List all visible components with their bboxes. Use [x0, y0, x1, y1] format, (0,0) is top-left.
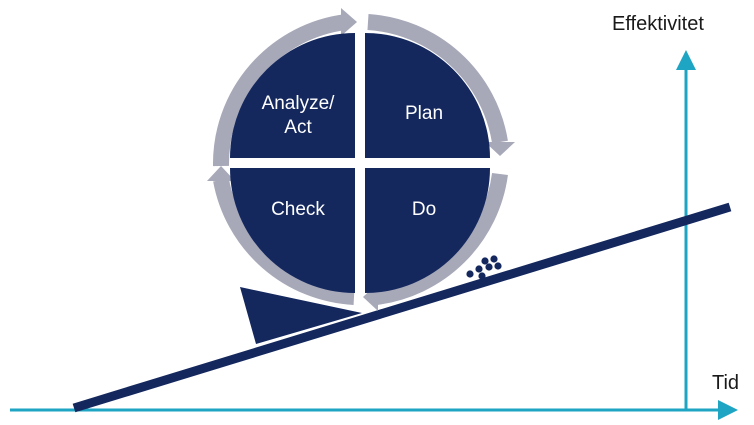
pdca-ring: [207, 8, 515, 311]
pdca-wheel: [230, 33, 490, 293]
label-act: Act: [284, 117, 312, 138]
ring-arc-top-right: [367, 14, 508, 144]
pebble: [490, 255, 498, 263]
slope-line: [72, 202, 732, 413]
pebble: [485, 263, 493, 271]
pebble: [466, 270, 474, 278]
pebbles: [466, 255, 502, 280]
x-axis: [10, 400, 738, 420]
label-check: Check: [271, 199, 325, 220]
wedge-stopper: [240, 287, 362, 344]
pebble: [494, 262, 502, 270]
y-axis-arrowhead: [676, 50, 696, 70]
pebble: [475, 265, 483, 273]
x-axis-label: Tid: [712, 372, 739, 394]
quadrant-do: [365, 168, 490, 293]
ring-arrow-right: [485, 142, 515, 156]
quadrant-plan: [365, 33, 490, 158]
quadrant-check: [230, 168, 355, 293]
ring-arrow-left: [207, 166, 235, 181]
ring-arc-bottom-right: [374, 172, 508, 305]
quadrant-analyze-act: [230, 33, 355, 158]
label-analyze: Analyze/: [262, 93, 336, 114]
pebble: [478, 272, 486, 280]
ring-arc-top-left: [212, 14, 348, 167]
label-plan: Plan: [405, 103, 443, 124]
label-do: Do: [412, 199, 436, 220]
x-axis-arrowhead: [718, 400, 738, 420]
y-axis-label: Effektivitet: [612, 13, 704, 35]
ring-arrow-top: [341, 8, 357, 36]
ring-arc-bottom-left: [213, 178, 355, 305]
y-axis: [676, 50, 696, 410]
pebble: [481, 257, 489, 265]
